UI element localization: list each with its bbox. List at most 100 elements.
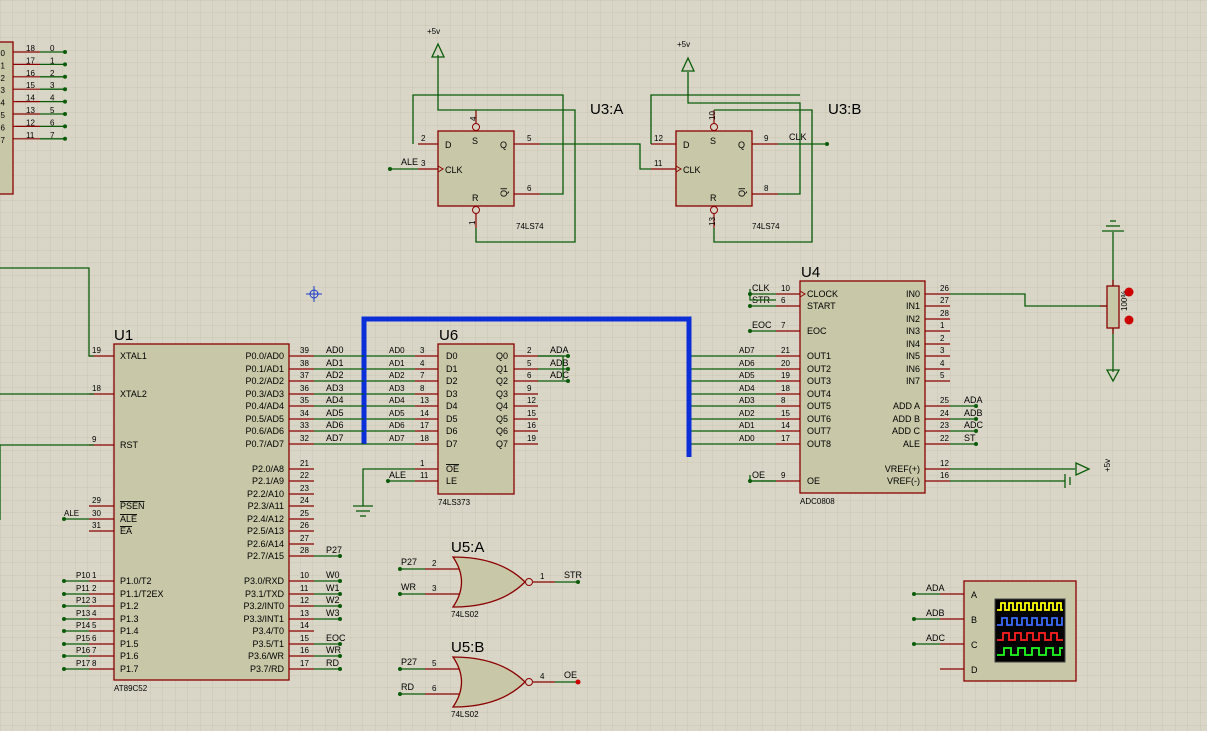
potentiometer[interactable]: 100% bbox=[1100, 280, 1134, 334]
junction-dot bbox=[566, 367, 570, 371]
u5a-net-out: STR bbox=[564, 570, 583, 580]
u1-pin-num: 29 bbox=[92, 496, 101, 505]
u4-pin-name: EOC bbox=[807, 326, 827, 336]
u5b-nor-gate[interactable]: 5 6 4 U5:B 74LS02 bbox=[425, 639, 555, 719]
u6-net-label: ADA bbox=[550, 345, 569, 355]
u1-pin-num: 4 bbox=[92, 609, 97, 618]
u1-net-label: AD0 bbox=[326, 345, 344, 355]
u1-pin-name: P1.4 bbox=[120, 626, 139, 636]
junction-dot bbox=[63, 112, 67, 116]
u6-net-label: AD7 bbox=[389, 434, 405, 443]
u1-net-label: AD3 bbox=[326, 383, 344, 393]
svg-text:R: R bbox=[710, 193, 717, 203]
u4-pin-num: 3 bbox=[940, 346, 945, 355]
pot-decrease-button[interactable] bbox=[1124, 315, 1134, 325]
u4-pin-name: CLOCK bbox=[807, 289, 838, 299]
u1-pin-num: 1 bbox=[92, 571, 97, 580]
u1-microcontroller[interactable]: 19XTAL118XTAL29RST29PSEN30ALEALE31EA1P1.… bbox=[62, 327, 346, 693]
junction-dot bbox=[63, 99, 67, 104]
scope-channel-label: A bbox=[971, 590, 977, 600]
svg-text:1: 1 bbox=[468, 220, 477, 225]
svg-text:CLK: CLK bbox=[683, 165, 701, 175]
u1-net-label: P16 bbox=[76, 646, 91, 655]
u4-pin-name: IN3 bbox=[906, 326, 920, 336]
svg-text:8: 8 bbox=[764, 184, 769, 193]
u1-pin-name: P3.5/T1 bbox=[252, 639, 284, 649]
u6-pin-num: 9 bbox=[527, 384, 532, 393]
u4-net-label: ADC bbox=[964, 420, 984, 430]
u3b-flipflop[interactable]: D CLK Q QI S R 12 11 9 8 10 13 U3:B 74LS… bbox=[651, 101, 861, 231]
power-5v-1: +5v bbox=[427, 27, 446, 58]
junction-dot bbox=[338, 554, 342, 558]
u6-pin-name: Q3 bbox=[496, 389, 508, 399]
u4-part: ADC0808 bbox=[800, 497, 835, 506]
header-component[interactable]: 3018031171321623315334144351353612637117 bbox=[0, 41, 67, 195]
header-pin-num: 16 bbox=[26, 69, 35, 78]
svg-text:2: 2 bbox=[421, 134, 426, 143]
power-5v-2: +5v bbox=[677, 40, 696, 72]
u6-pin-num: 7 bbox=[420, 371, 425, 380]
junction-dot bbox=[748, 304, 752, 308]
u4-net-label: AD2 bbox=[739, 409, 755, 418]
clock-marker bbox=[799, 290, 806, 298]
svg-text:+5v: +5v bbox=[427, 27, 440, 36]
u5b-part: 74LS02 bbox=[451, 710, 479, 719]
u1-pin-num: 27 bbox=[300, 534, 309, 543]
svg-text:4: 4 bbox=[540, 672, 545, 681]
u4-pin-num: 15 bbox=[781, 409, 790, 418]
u1-net-label: AD2 bbox=[326, 370, 344, 380]
svg-text:S: S bbox=[710, 136, 716, 146]
header-pin-name: 32 bbox=[0, 74, 5, 83]
u6-latch[interactable]: 3D0AD04D1AD17D2AD28D3AD313D4AD414D5AD517… bbox=[364, 327, 570, 507]
u6-pin-name: Q7 bbox=[496, 439, 508, 449]
pot-increase-button[interactable] bbox=[1124, 287, 1134, 297]
u6-net-label: ALE bbox=[389, 470, 406, 480]
u6-pin-name: D6 bbox=[446, 426, 458, 436]
u1-pin-num: 12 bbox=[300, 596, 309, 605]
u4-pin-num: 12 bbox=[940, 459, 949, 468]
u1-pin-num: 3 bbox=[92, 596, 97, 605]
header-pin-num: 14 bbox=[26, 94, 35, 103]
u4-adc[interactable]: 10CLOCKCLK6STARTSTR7EOCEOC21OUT1AD720OUT… bbox=[689, 264, 984, 506]
u4-pin-num: 18 bbox=[781, 384, 790, 393]
u6-net-label: AD5 bbox=[389, 409, 405, 418]
svg-text:6: 6 bbox=[527, 184, 532, 193]
header-pin-label: 6 bbox=[50, 118, 55, 127]
u5a-nor-gate[interactable]: 2 3 1 U5:A 74LS02 bbox=[425, 539, 555, 619]
u4-ref: U4 bbox=[801, 264, 820, 281]
header-pin-label: 4 bbox=[50, 94, 55, 103]
u6-net-label: AD0 bbox=[389, 346, 405, 355]
svg-text:10: 10 bbox=[708, 111, 717, 120]
u5a-ref: U5:A bbox=[451, 539, 484, 556]
u4-pin-num: 10 bbox=[781, 284, 790, 293]
u3a-flipflop[interactable]: D CLK Q QI S R 2 3 5 6 4 1 U3:A 74LS74 bbox=[418, 101, 623, 231]
svg-text:S: S bbox=[472, 136, 478, 146]
svg-text:+5v: +5v bbox=[1103, 459, 1112, 472]
u4-pin-name: VREF(+) bbox=[885, 464, 920, 474]
u1-net-label: P17 bbox=[76, 659, 91, 668]
u6-pin-name: D5 bbox=[446, 414, 458, 424]
u1-pin-num: 32 bbox=[300, 434, 309, 443]
u1-pin-name: ALE bbox=[120, 514, 137, 524]
u6-net-label: ADB bbox=[550, 358, 569, 368]
u1-pin-name: P0.7/AD7 bbox=[245, 439, 284, 449]
u1-pin-name: P0.4/AD4 bbox=[245, 401, 284, 411]
header-pin-num: 12 bbox=[26, 118, 35, 127]
u4-pin-name: IN0 bbox=[906, 289, 920, 299]
svg-text:D: D bbox=[683, 140, 690, 150]
u4-pin-name: ADD C bbox=[892, 426, 921, 436]
u6-pin-num: 2 bbox=[527, 346, 532, 355]
u1-pin-num: 34 bbox=[300, 409, 309, 418]
u6-pin-num: 16 bbox=[527, 421, 536, 430]
u1-pin-name: P1.2 bbox=[120, 601, 139, 611]
u4-net-label: AD1 bbox=[739, 421, 755, 430]
scope-net-label: ADA bbox=[926, 583, 945, 593]
u1-pin-name: EA bbox=[120, 526, 132, 536]
u4-pin-name: OUT5 bbox=[807, 401, 831, 411]
u4-misc-wires bbox=[749, 232, 1114, 488]
svg-text:CLK: CLK bbox=[445, 165, 463, 175]
u1-pin-num: 13 bbox=[300, 609, 309, 618]
u5b-net-out: OE bbox=[564, 670, 577, 680]
